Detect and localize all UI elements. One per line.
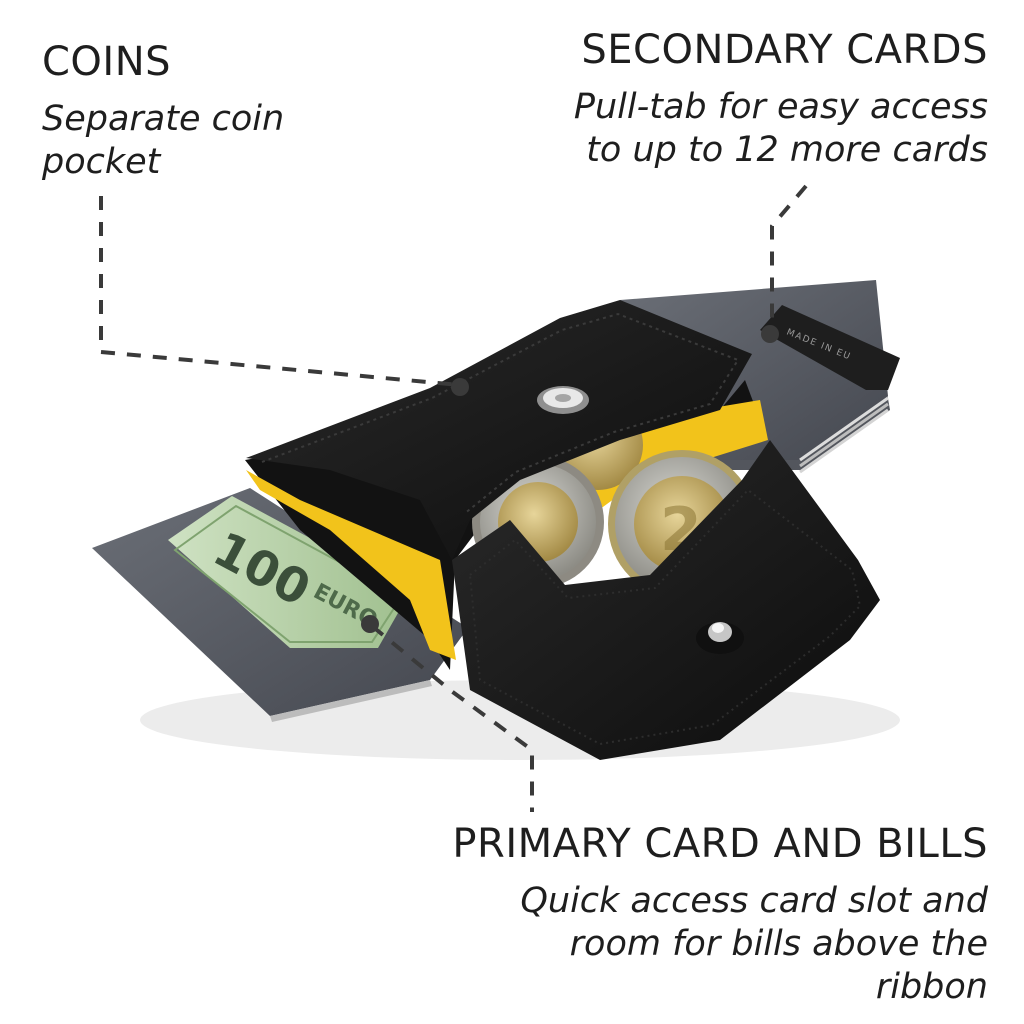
secondary-cards-callout: SECONDARY CARDS Pull-tab for easy access… <box>538 30 988 172</box>
coin-pocket-front <box>452 440 880 760</box>
coins-callout: COINS Separate coin pocket <box>42 42 322 184</box>
primary-card-description: Quick access card slot and room for bill… <box>520 881 988 1007</box>
snap-stud <box>696 622 744 654</box>
callout-lines <box>99 184 808 812</box>
primary-card-callout: PRIMARY CARD AND BILLS Quick access card… <box>452 824 988 1009</box>
secondary-cards-callout-line <box>770 184 808 330</box>
coins-title: COINS <box>42 39 172 85</box>
coins-callout-line <box>99 196 461 387</box>
snap-button <box>537 386 589 414</box>
coins-description: Separate coin pocket <box>42 99 285 182</box>
secondary-cards-description: Pull-tab for easy access to up to 12 mor… <box>573 87 988 170</box>
callout-dots <box>361 325 779 633</box>
wallet-lining <box>246 470 456 660</box>
primary-card-title: PRIMARY CARD AND BILLS <box>452 821 988 867</box>
wallet-top-flap <box>246 300 752 560</box>
secondary-cards-title: SECONDARY CARDS <box>581 27 988 73</box>
